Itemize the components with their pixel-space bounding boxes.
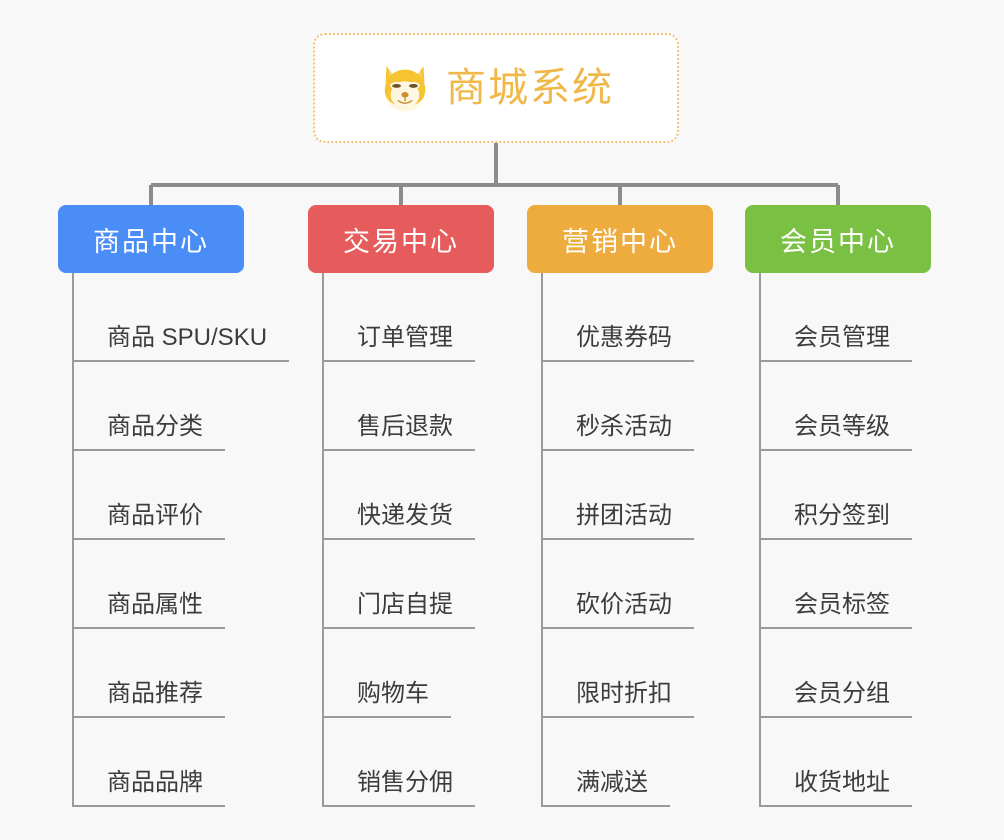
branch-column-1: 交易中心 订单管理 售后退款 快递发货 门店自提 购物车 销售分佣: [308, 205, 494, 807]
leaf-label: 商品评价: [73, 502, 225, 540]
branch-header-1[interactable]: 交易中心: [308, 205, 494, 273]
branch-spine-1: [322, 273, 324, 807]
leaf-item[interactable]: 收货地址: [760, 718, 931, 807]
branch-body-0: 商品 SPU/SKU 商品分类 商品评价 商品属性 商品推荐 商品品牌: [58, 273, 290, 807]
leaf-label: 满减送: [542, 769, 670, 807]
leaf-label: 会员分组: [760, 680, 912, 718]
leaf-item[interactable]: 会员标签: [760, 540, 931, 629]
leaf-item[interactable]: 优惠券码: [542, 273, 713, 362]
branch-spine-3: [759, 273, 761, 807]
leaf-label: 售后退款: [323, 413, 475, 451]
leaf-item[interactable]: 销售分佣: [323, 718, 494, 807]
leaf-label: 销售分佣: [323, 769, 475, 807]
branch-header-2[interactable]: 营销中心: [527, 205, 713, 273]
branch-header-label-1: 交易中心: [343, 226, 459, 257]
branch-header-label-2: 营销中心: [562, 226, 678, 257]
leaf-item[interactable]: 售后退款: [323, 362, 494, 451]
leaf-label: 商品 SPU/SKU: [73, 324, 290, 362]
leaf-item[interactable]: 限时折扣: [542, 629, 713, 718]
leaf-label: 商品属性: [73, 591, 225, 629]
branch-column-2: 营销中心 优惠券码 秒杀活动 拼团活动 砍价活动 限时折扣 满减送: [527, 205, 713, 807]
leaf-item[interactable]: 购物车: [323, 629, 494, 718]
branch-header-label-0: 商品中心: [93, 226, 209, 257]
leaf-item[interactable]: 会员分组: [760, 629, 931, 718]
shiba-dog-face-icon: [384, 66, 426, 112]
branch-body-3: 会员管理 会员等级 积分签到 会员标签 会员分组 收货地址: [745, 273, 931, 807]
leaf-label: 快递发货: [323, 502, 475, 540]
branch-column-3: 会员中心 会员管理 会员等级 积分签到 会员标签 会员分组 收货地址: [745, 205, 931, 807]
leaf-item[interactable]: 商品品牌: [73, 718, 289, 807]
leaf-label: 订单管理: [323, 324, 475, 362]
leaf-label: 商品推荐: [73, 680, 225, 718]
branch-body-1: 订单管理 售后退款 快递发货 门店自提 购物车 销售分佣: [308, 273, 494, 807]
leaf-label: 积分签到: [760, 502, 912, 540]
leaf-label: 商品分类: [73, 413, 225, 451]
leaf-label: 收货地址: [760, 769, 912, 807]
leaf-label: 会员等级: [760, 413, 912, 451]
leaf-item[interactable]: 秒杀活动: [542, 362, 713, 451]
leaf-label: 拼团活动: [542, 502, 694, 540]
leaf-label: 门店自提: [323, 591, 475, 629]
leaf-item[interactable]: 商品属性: [73, 540, 289, 629]
branch-spine-0: [72, 273, 74, 807]
branch-header-3[interactable]: 会员中心: [745, 205, 931, 273]
root-title: 商城系统: [446, 66, 614, 110]
leaf-label: 秒杀活动: [542, 413, 694, 451]
leaf-item[interactable]: 会员管理: [760, 273, 931, 362]
branch-column-0: 商品中心 商品 SPU/SKU 商品分类 商品评价 商品属性 商品推荐 商品品牌: [58, 205, 290, 807]
leaf-item[interactable]: 砍价活动: [542, 540, 713, 629]
leaf-item[interactable]: 门店自提: [323, 540, 494, 629]
leaf-label: 商品品牌: [73, 769, 225, 807]
branch-body-2: 优惠券码 秒杀活动 拼团活动 砍价活动 限时折扣 满减送: [527, 273, 713, 807]
branch-header-label-3: 会员中心: [780, 226, 896, 257]
leaf-item[interactable]: 会员等级: [760, 362, 931, 451]
leaf-item[interactable]: 商品推荐: [73, 629, 289, 718]
leaf-label: 砍价活动: [542, 591, 694, 629]
leaf-item[interactable]: 满减送: [542, 718, 713, 807]
leaf-label: 会员标签: [760, 591, 912, 629]
leaf-item[interactable]: 商品评价: [73, 451, 289, 540]
branch-spine-2: [541, 273, 543, 807]
leaf-label: 限时折扣: [542, 680, 694, 718]
leaf-label: 会员管理: [760, 324, 912, 362]
leaf-label: 购物车: [323, 680, 451, 718]
leaf-item[interactable]: 商品 SPU/SKU: [73, 273, 290, 362]
leaf-label: 优惠券码: [542, 324, 694, 362]
leaf-item[interactable]: 商品分类: [73, 362, 289, 451]
leaf-item[interactable]: 拼团活动: [542, 451, 713, 540]
leaf-item[interactable]: 订单管理: [323, 273, 494, 362]
branch-header-0[interactable]: 商品中心: [58, 205, 244, 273]
root-node[interactable]: 商城系统: [313, 33, 679, 143]
leaf-item[interactable]: 积分签到: [760, 451, 931, 540]
leaf-item[interactable]: 快递发货: [323, 451, 494, 540]
